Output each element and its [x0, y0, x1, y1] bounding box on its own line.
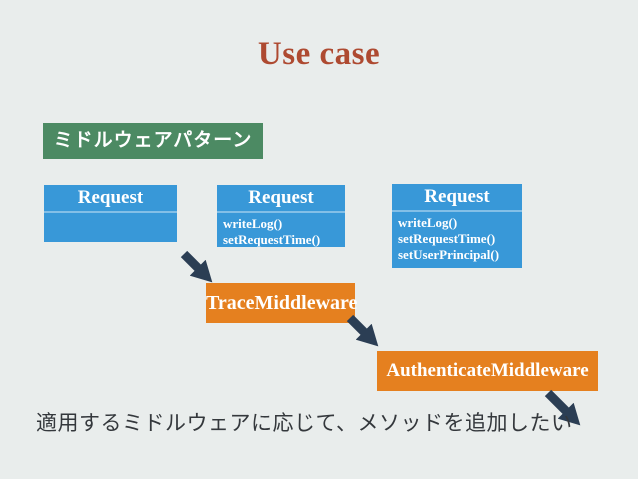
class-name: Request [392, 184, 522, 212]
class-name: Request [217, 185, 345, 213]
pattern-label: ミドルウェアパターン [43, 123, 263, 159]
method-item: setRequestTime() [223, 232, 321, 247]
caption-text: 適用するミドルウェアに応じて、メソッドを追加したい [36, 411, 573, 435]
class-name: Request [44, 185, 177, 213]
trace-middleware-box: TraceMiddleware [206, 283, 357, 323]
method-item: writeLog() [223, 216, 283, 231]
method-list: writeLog() setRequestTime() setUserPrinc… [392, 212, 522, 263]
arrow-icon-request-to-trace [180, 250, 213, 283]
request-class-box-3: Request writeLog() setRequestTime() setU… [392, 184, 522, 268]
method-item: setRequestTime() [398, 231, 496, 246]
method-item: writeLog() [398, 215, 458, 230]
page-title: Use case [257, 36, 381, 72]
request-class-box-1: Request [44, 185, 177, 242]
method-list: writeLog() setRequestTime() [217, 213, 345, 248]
request-class-box-2: Request writeLog() setRequestTime() [217, 185, 345, 247]
method-list [44, 213, 177, 216]
method-item: setUserPrincipal() [398, 247, 500, 262]
authenticate-middleware-box: AuthenticateMiddleware [377, 351, 598, 391]
